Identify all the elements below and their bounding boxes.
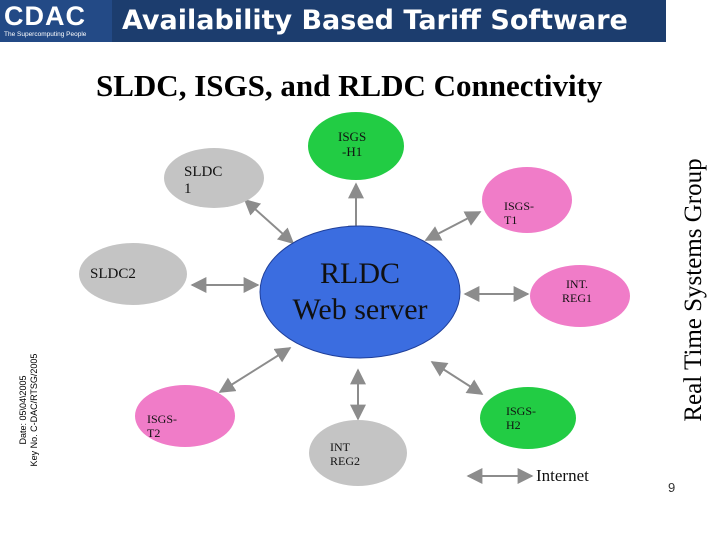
link-sldc1 — [243, 198, 295, 245]
logo-mark: CDAC — [4, 1, 86, 31]
node-isgs-t1 — [482, 167, 572, 233]
legend-internet-label: Internet — [536, 466, 589, 485]
link-isgs-t2 — [218, 347, 292, 393]
node-isgs-h2 — [480, 387, 576, 449]
header-title: Availability Based Tariff Software — [122, 5, 628, 36]
node-int-reg2 — [309, 420, 407, 486]
slide-title: SLDC, ISGS, and RLDC Connectivity — [96, 68, 603, 103]
isgs-t1-label: ISGS- T1 — [504, 199, 535, 227]
page-number: 9 — [668, 480, 676, 495]
node-rldc-web-server — [259, 225, 461, 359]
isgs-h2-label: ISGS- H2 — [506, 404, 537, 432]
node-isgs-t2 — [135, 385, 235, 447]
isgs-t2-label: ISGS- T2 — [147, 412, 178, 440]
rldc-label: RLDC Web server — [292, 257, 428, 326]
link-isgs-h2 — [430, 361, 484, 395]
isgs-h1-label: ISGS -H1 — [338, 129, 367, 159]
node-isgs-h1 — [308, 112, 404, 180]
node-int-reg1 — [530, 265, 630, 327]
link-isgs-t1 — [424, 211, 482, 241]
sldc1-label: SLDC 1 — [184, 164, 223, 198]
logo-tagline: The Supercomputing People — [4, 31, 87, 38]
node-sldc1 — [164, 148, 264, 208]
cdac-logo: CDAC The Supercomputing People — [0, 0, 112, 42]
sldc2-label: SLDC2 — [90, 266, 136, 282]
int-reg2-label: INT REG2 — [330, 440, 360, 468]
node-sldc2 — [79, 243, 187, 305]
header-bar: CDAC The Supercomputing People Availabil… — [0, 0, 666, 42]
int-reg1-label: INT. REG1 — [562, 277, 592, 305]
